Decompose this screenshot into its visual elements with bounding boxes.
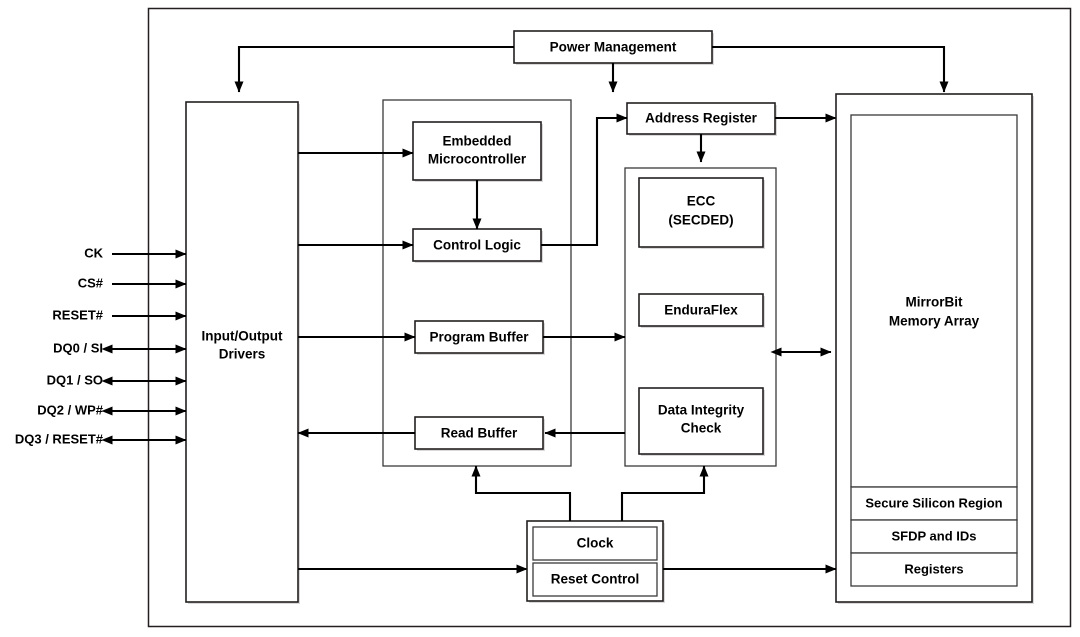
memory-array-label-line1: MirrorBit: [906, 295, 964, 310]
registers-block: Registers: [850, 552, 1018, 587]
enduraflex-block: EnduraFlex: [638, 293, 765, 328]
program-buffer-block: Program Buffer: [414, 320, 545, 355]
embedded-microcontroller-block: Embedded Microcontroller: [412, 121, 543, 182]
sfdp-and-ids-label: SFDP and IDs: [891, 528, 976, 543]
signal-label-dq0: DQ0 / SI: [53, 340, 103, 355]
control-logic-label: Control Logic: [433, 238, 521, 253]
secure-silicon-region-block: Secure Silicon Region: [850, 486, 1018, 521]
data-integrity-check-block: Data Integrity Check: [638, 387, 765, 456]
secure-silicon-region-label: Secure Silicon Region: [865, 495, 1002, 510]
signal-label-ck: CK: [84, 245, 103, 260]
clock-label: Clock: [577, 536, 614, 551]
clock-to-ecc-container-wire: [620, 465, 709, 521]
io-drivers-label-line1: Input/Output: [202, 329, 283, 344]
control-logic-block: Control Logic: [412, 228, 543, 263]
ecc-block: ECC (SECDED): [638, 177, 765, 249]
signal-label-dq2: DQ2 / WP#: [37, 402, 104, 417]
data-integrity-check-label-line2: Check: [681, 421, 722, 436]
io-drivers-label-line2: Drivers: [219, 347, 266, 362]
sfdp-and-ids-block: SFDP and IDs: [850, 519, 1018, 554]
clock-to-logic-container-wire: [471, 465, 572, 521]
signal-label-cs: CS#: [78, 275, 104, 290]
control-logic-to-address-register-wire: [541, 113, 628, 247]
power-management-label: Power Management: [550, 40, 677, 55]
mirrorbit-memory-array-block: MirrorBit Memory Array: [850, 114, 1018, 488]
registers-label: Registers: [904, 561, 963, 576]
power-management-block: Power Management: [513, 30, 714, 65]
signal-pins-group: CK CS# RESET# DQ0 / SI DQ1 / SO DQ2 / WP…: [15, 245, 187, 446]
power-management-wires: [234, 45, 949, 93]
io-drivers-block: Input/Output Drivers: [185, 101, 300, 604]
program-buffer-label: Program Buffer: [429, 330, 529, 345]
clock-block: Clock: [532, 526, 658, 561]
data-integrity-check-label-line1: Data Integrity: [658, 403, 745, 418]
enduraflex-label: EnduraFlex: [664, 303, 738, 318]
signal-label-dq1: DQ1 / SO: [47, 372, 103, 387]
embedded-microcontroller-label-line1: Embedded: [442, 134, 511, 149]
memory-array-label-line2: Memory Array: [889, 314, 980, 329]
read-buffer-label: Read Buffer: [441, 426, 518, 441]
address-register-label: Address Register: [645, 111, 758, 126]
chip-outline: [147, 7, 1072, 628]
ecc-label-line1: ECC: [687, 194, 716, 209]
signal-label-dq3: DQ3 / RESET#: [15, 431, 104, 446]
io-to-logic-wires: [297, 148, 528, 574]
signal-label-reset: RESET#: [52, 307, 103, 322]
reset-control-label: Reset Control: [551, 572, 640, 587]
embedded-microcontroller-label-line2: Microcontroller: [428, 152, 527, 167]
address-register-block: Address Register: [626, 102, 777, 136]
read-buffer-block: Read Buffer: [414, 416, 545, 451]
reset-control-block: Reset Control: [532, 562, 658, 597]
ecc-label-line2: (SECDED): [668, 213, 733, 228]
